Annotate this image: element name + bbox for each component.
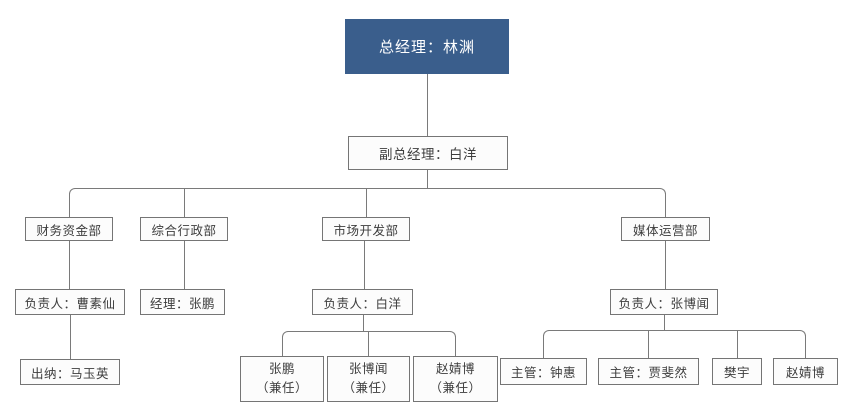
node-label: 总经理：林渊 bbox=[378, 39, 475, 56]
node-label: 出纳：马玉英 bbox=[30, 366, 109, 381]
node-market-staff-1: 张鹏 （兼任） bbox=[240, 356, 324, 402]
connector-finance-to-lead bbox=[69, 241, 70, 289]
connector-media-staff-drop-3 bbox=[737, 330, 738, 358]
node-label: 负责人：白洋 bbox=[323, 296, 402, 311]
node-dept-admin: 综合行政部 bbox=[140, 217, 228, 241]
connector-media-lead-stub bbox=[664, 315, 665, 330]
connector-dept-admin-drop bbox=[184, 188, 185, 217]
node-label: 经理：张鹏 bbox=[149, 296, 215, 311]
node-dept-finance: 财务资金部 bbox=[25, 217, 113, 241]
node-label: 主管：贾斐然 bbox=[609, 366, 688, 380]
staff-note: （兼任） bbox=[255, 381, 308, 395]
node-label: 综合行政部 bbox=[151, 223, 217, 238]
node-market-staff-3: 赵婧博 （兼任） bbox=[413, 356, 498, 402]
node-media-lead: 负责人：张博闻 bbox=[610, 289, 718, 315]
connector-root-to-deputy bbox=[427, 74, 428, 136]
node-dept-market: 市场开发部 bbox=[322, 217, 410, 241]
node-label: 樊宇 bbox=[723, 366, 750, 380]
connector-departments-rail bbox=[69, 188, 666, 217]
connector-media-staff-drop-2 bbox=[648, 330, 649, 358]
node-label: 负责人：张博闻 bbox=[618, 296, 710, 311]
node-label: 财务资金部 bbox=[36, 223, 102, 238]
connector-lead-to-cashier bbox=[70, 315, 71, 359]
connector-admin-to-lead bbox=[184, 241, 185, 289]
node-market-staff-2: 张博闻 （兼任） bbox=[327, 356, 410, 402]
node-label: 主管：钟惠 bbox=[510, 366, 576, 380]
node-label: 媒体运营部 bbox=[632, 223, 698, 238]
staff-name: 张博闻 bbox=[348, 361, 388, 376]
node-market-lead: 负责人：白洋 bbox=[312, 289, 413, 315]
staff-name: 张鹏 bbox=[268, 361, 295, 376]
node-finance-cashier: 出纳：马玉英 bbox=[20, 359, 120, 385]
node-media-staff-3: 樊宇 bbox=[712, 358, 762, 385]
connector-dept-market-drop bbox=[366, 188, 367, 217]
staff-note: （兼任） bbox=[342, 381, 395, 395]
connector-market-to-lead bbox=[364, 241, 365, 289]
node-general-manager: 总经理：林渊 bbox=[345, 19, 509, 74]
node-label: 负责人：曹素仙 bbox=[24, 296, 116, 311]
connector-media-to-lead bbox=[665, 241, 666, 289]
node-label: 副总经理：白洋 bbox=[379, 147, 477, 162]
staff-note: （兼任） bbox=[429, 381, 482, 395]
node-finance-lead: 负责人：曹素仙 bbox=[15, 289, 125, 315]
node-admin-lead: 经理：张鹏 bbox=[140, 289, 225, 315]
node-media-staff-2: 主管：贾斐然 bbox=[598, 358, 699, 385]
connector-media-staff-rail bbox=[543, 330, 806, 358]
node-label: 赵婧博 bbox=[785, 366, 825, 380]
node-dept-media: 媒体运营部 bbox=[621, 217, 710, 241]
connector-market-staff-rail bbox=[282, 331, 456, 356]
node-media-staff-1: 主管：钟惠 bbox=[500, 358, 587, 385]
node-media-staff-4: 赵婧博 bbox=[773, 358, 838, 385]
connector-market-lead-stub bbox=[363, 315, 364, 331]
node-deputy-general-manager: 副总经理：白洋 bbox=[348, 136, 508, 170]
connector-deputy-stub bbox=[427, 170, 428, 188]
staff-name: 赵婧博 bbox=[435, 361, 475, 376]
node-label: 市场开发部 bbox=[333, 223, 399, 238]
connector-market-staff-mid-drop bbox=[368, 331, 369, 356]
